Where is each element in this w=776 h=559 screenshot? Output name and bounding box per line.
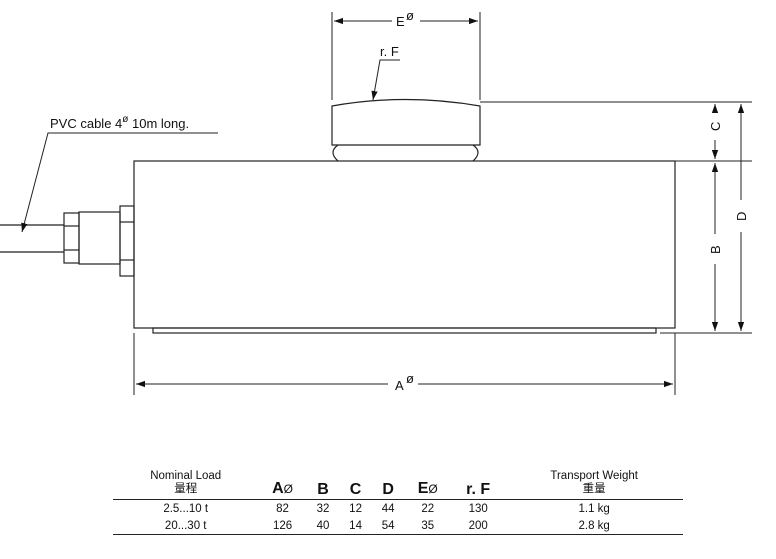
cell-a: 126 xyxy=(258,517,307,535)
load-cell-body xyxy=(133,160,676,329)
cell-e: 35 xyxy=(404,517,452,535)
dim-label-E: E xyxy=(396,14,405,29)
cell-b: 32 xyxy=(316,503,330,515)
header-b: B xyxy=(306,470,340,500)
diameter-symbol-E: ø xyxy=(406,8,414,23)
cell-d: 44 xyxy=(381,503,395,515)
cable-gland-body xyxy=(78,211,121,265)
base-plate xyxy=(152,327,657,334)
diameter-symbol-A: ø xyxy=(406,371,414,386)
load-cell-drawing: E ø r. F C B D A ø PVC cable 4ø 10m long… xyxy=(0,8,752,395)
header-c: C xyxy=(339,470,372,500)
header-d: D xyxy=(371,470,405,500)
dim-label-A: A xyxy=(395,378,404,393)
table-row: 20...30 t 126 40 14 54 35 200 2.8 kg xyxy=(113,517,683,535)
header-a: AØ xyxy=(258,470,307,500)
cell-e: 22 xyxy=(421,503,435,515)
dim-label-D: D xyxy=(734,212,749,221)
cell-b: 40 xyxy=(306,517,340,535)
cell-weight: 2.8 kg xyxy=(505,517,683,535)
dim-label-C: C xyxy=(708,122,723,131)
cell-c: 12 xyxy=(349,503,362,515)
cell-a: 82 xyxy=(276,503,289,515)
cable-note: PVC cable 4ø 10m long. xyxy=(50,114,189,131)
cell-load: 2.5...10 t xyxy=(163,503,209,515)
cell-rf: 130 xyxy=(468,503,488,515)
cell-rf: 200 xyxy=(451,517,506,535)
cell-c: 14 xyxy=(339,517,372,535)
neck xyxy=(332,144,479,162)
load-button xyxy=(331,98,481,146)
cell-d: 54 xyxy=(371,517,405,535)
header-rf: r. F xyxy=(451,470,506,500)
dim-label-rF: r. F xyxy=(380,44,399,59)
cable-gland-cap xyxy=(63,212,80,264)
dim-label-B: B xyxy=(708,245,723,254)
table-row: 2.5...10 t 82 32 12 44 22 130 1.1 kg xyxy=(113,500,683,518)
cell-weight: 1.1 kg xyxy=(578,503,610,515)
header-e: EØ xyxy=(404,470,452,500)
cable-gland-nut xyxy=(119,205,135,277)
cell-load: 20...30 t xyxy=(113,517,259,535)
